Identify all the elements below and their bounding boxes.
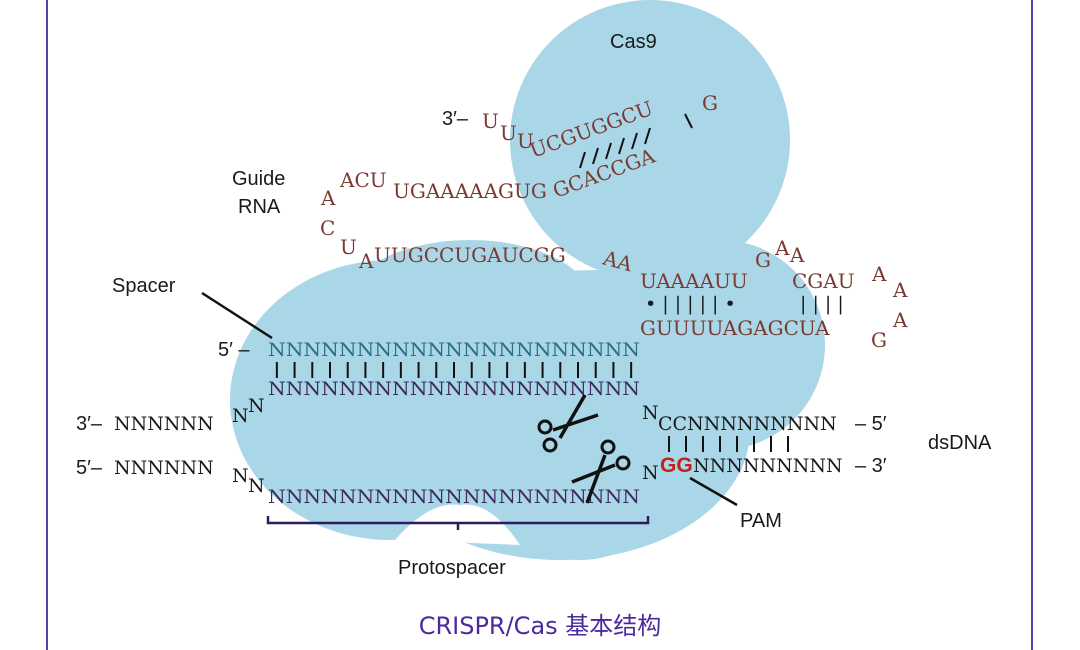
target-strand-top: NNNNNNNNNNNNNNNNNNNNN: [268, 378, 640, 400]
rna-pair-marks-1: • | | | | | •: [645, 293, 736, 315]
rna-tetraloop-a3: A: [892, 308, 908, 332]
scissors-icon-bottom: [571, 439, 631, 504]
protospacer-label: Protospacer: [398, 557, 506, 579]
cas9-label: Cas9: [610, 31, 657, 53]
protospacer-bracket: [266, 516, 650, 530]
rna-repeat-top: UAAAAUU: [640, 269, 748, 293]
rna-loop-acu: ACU: [339, 168, 387, 192]
strand1-sequence: NNNNNN: [114, 413, 214, 435]
pam-sequence: GG: [660, 454, 693, 477]
spacer-sequence: NNNNNNNNNNNNNNNNNNNNN: [268, 339, 640, 361]
target-strand-bottom: NNNNNNNNNNNNNNNNNNNNN: [268, 486, 640, 508]
rna-3prime-label: 3′–: [442, 108, 469, 130]
right-top-sequence: CCNNNNNNNNN: [658, 413, 837, 435]
rna-loop-a: A: [320, 186, 336, 210]
frame-border-left: [46, 0, 48, 650]
right-dsdna-pairs: [668, 436, 789, 452]
dsdna-label: dsDNA: [928, 432, 992, 454]
cas9-lower-right: [500, 440, 660, 560]
cas9-top-bridge: [350, 240, 590, 360]
right-bottom-3prime: – 3′: [855, 455, 887, 477]
rna-lower-a: A: [358, 249, 374, 273]
rna-upper-linker: UGAAAAAGUG: [393, 179, 547, 203]
pam-pointer-line: [689, 476, 738, 507]
rna-loop-u: U: [340, 235, 357, 259]
spacer-target-pairs: [275, 362, 633, 378]
rna-tetraloop-a2: A: [892, 278, 908, 302]
strand2-n1: N: [232, 465, 249, 487]
rna-bulge-a1: A: [774, 236, 790, 260]
right-top-5prime: – 5′: [855, 413, 887, 435]
strand1-n1: N: [232, 405, 249, 427]
frame-border-right: [1031, 0, 1033, 650]
rna-tail-u2: U: [500, 121, 517, 145]
right-top-n: N: [642, 402, 659, 424]
cas9-upper-lobe: [510, 0, 790, 280]
scissors-icon-top: [537, 394, 599, 453]
spacer-5prime-label: 5′ –: [218, 339, 250, 361]
rna-antirepeat: GUUUUAGAGCUA: [640, 316, 830, 340]
rna-tetraloop-g: G: [871, 328, 887, 352]
pam-label: PAM: [740, 510, 782, 532]
rna-tail-u3: U: [517, 129, 534, 153]
spacer-label: Spacer: [112, 275, 176, 297]
rna-hairpin-pairs: [579, 113, 693, 169]
rna-tetraloop-a1: A: [871, 262, 887, 286]
strand1-3prime-label: 3′–: [76, 413, 103, 435]
rna-bulge-a2: A: [789, 243, 805, 267]
rna-pair-marks-2: | | | |: [800, 293, 844, 315]
rna-tail-u1: U: [482, 109, 499, 133]
guide-rna-label-line2: RNA: [238, 196, 281, 218]
strand2-n2: N: [248, 475, 265, 497]
rna-loop-c: C: [320, 216, 335, 240]
cas9-protein-shape: [230, 0, 825, 560]
guide-rna-label-line1: Guide: [232, 168, 285, 190]
strand2-sequence: NNNNNN: [114, 457, 214, 479]
strand1-n2: N: [248, 395, 265, 417]
rna-bulge-g: G: [755, 248, 771, 272]
right-bottom-sequence: NNNNNNNNN: [693, 455, 843, 477]
right-bottom-n: N: [642, 462, 659, 484]
figure-caption: CRISPR/Cas 基本结构: [418, 612, 662, 640]
strand2-5prime-label: 5′–: [76, 457, 103, 479]
spacer-pointer-line: [201, 291, 273, 340]
rna-lower-linker: UUGCCUGAUCGG: [374, 243, 566, 267]
rna-repeat-top2: CGAU: [792, 269, 855, 293]
rna-hairpin-loop: G: [702, 91, 718, 115]
